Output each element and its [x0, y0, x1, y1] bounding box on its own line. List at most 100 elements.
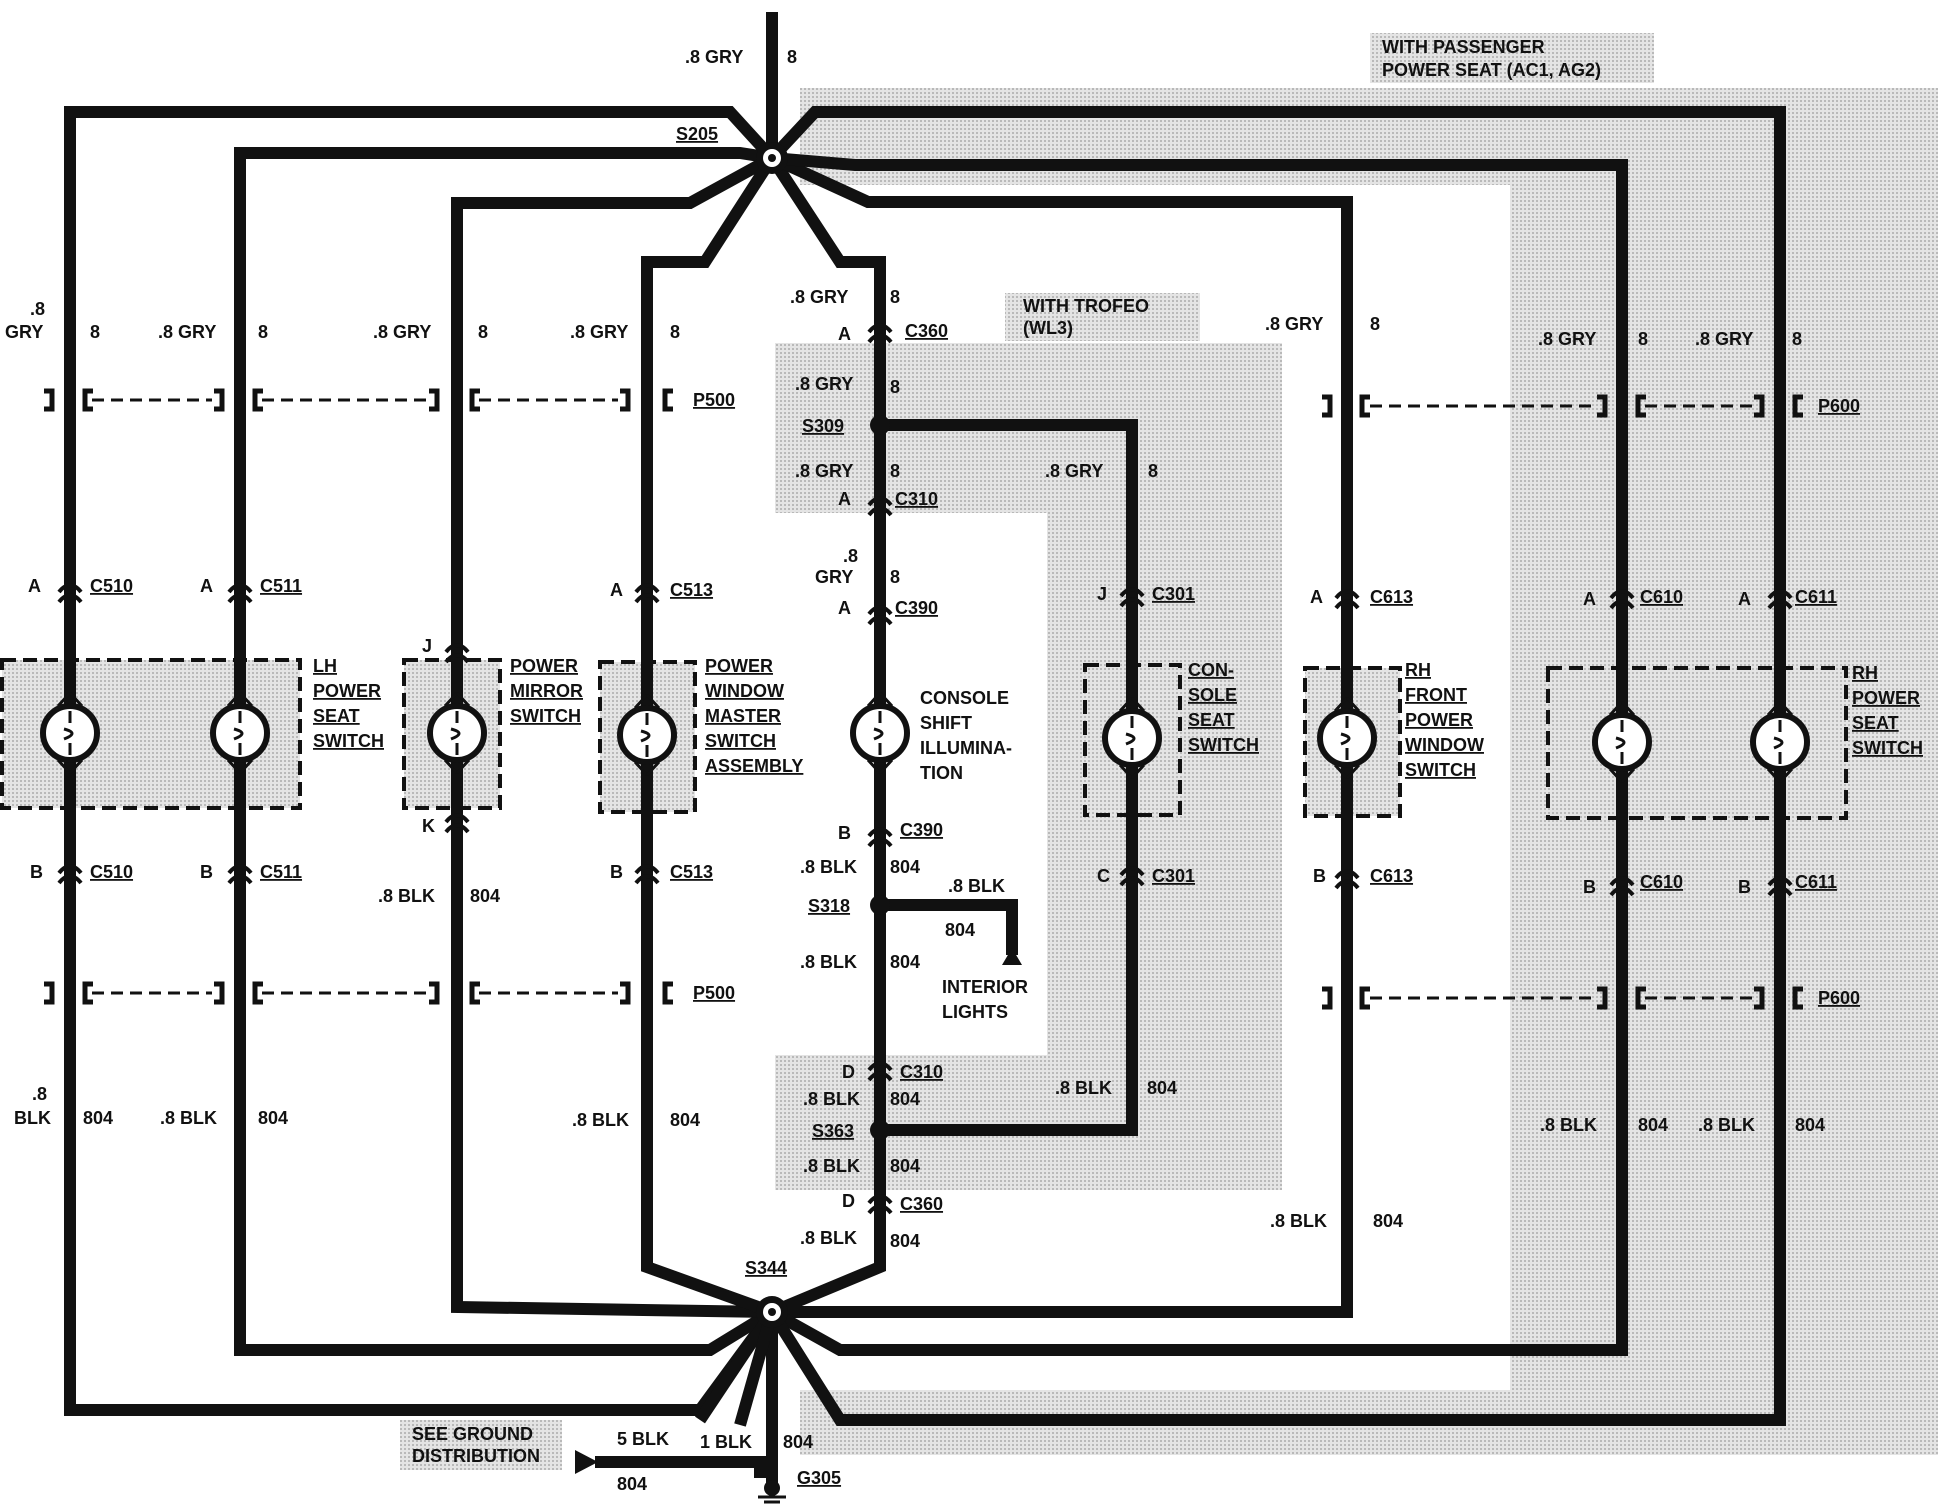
top-wire-size: .8 GRY [685, 47, 743, 67]
circuit-label: 804 [890, 1156, 920, 1176]
connector-bracket-icon [620, 981, 631, 1005]
rh-window-label: FRONT [1405, 685, 1467, 705]
window-master-label: WINDOW [705, 681, 784, 701]
trofeo-shaded-region [775, 343, 1282, 1190]
wire-label: .8 BLK [800, 1228, 857, 1248]
wire-label: .8 BLK [1540, 1115, 1597, 1135]
connector-bracket-icon [1754, 394, 1765, 418]
connector-bracket-icon [214, 981, 225, 1005]
connector-bracket-icon [1322, 394, 1333, 418]
circuit-label: 804 [890, 1089, 920, 1109]
c301-upper-label: C301 [1152, 584, 1195, 604]
inline-connector-icon [867, 1061, 893, 1082]
connector-bracket-icon [82, 388, 93, 412]
c613-upper-label: C613 [1370, 587, 1413, 607]
wire-label: .8 GRY [373, 322, 431, 342]
wire-label: .8 BLK [948, 876, 1005, 896]
rh-seat-label: RH [1852, 663, 1878, 683]
connector-bracket-icon [252, 981, 263, 1005]
switch-symbol-icon [850, 691, 910, 775]
passenger-note-line1: WITH PASSENGER [1382, 37, 1545, 57]
wire-label: .8 BLK [800, 952, 857, 972]
wire-label: .8 GRY [795, 374, 853, 394]
wire-label: .8 BLK [378, 886, 435, 906]
rh-window-label: WINDOW [1405, 735, 1484, 755]
circuit-label: 804 [470, 886, 500, 906]
pin-label: B [1313, 866, 1326, 886]
wire-label: .8 [30, 299, 45, 319]
inline-connector-icon [1767, 589, 1793, 610]
window-master-label: ASSEMBLY [705, 756, 803, 776]
rh-window-label: SWITCH [1405, 760, 1476, 780]
switch-symbol-icon [1750, 700, 1810, 784]
wire-label: .8 BLK [1055, 1078, 1112, 1098]
wire-label: .8 GRY [570, 322, 628, 342]
connector-bracket-icon [214, 388, 225, 412]
console-illum-label: CONSOLE [920, 688, 1009, 708]
wire-harness [64, 12, 1786, 1485]
switch-symbol-icon [427, 691, 487, 775]
wire-label: .8 GRY [1695, 329, 1753, 349]
inline-connector-icon [634, 583, 660, 604]
interior-lights-label: LIGHTS [942, 1002, 1008, 1022]
splice-s363-label: S363 [812, 1121, 854, 1141]
circuit-label: 8 [1792, 329, 1802, 349]
inline-connector-icon [867, 827, 893, 848]
pin-label: B [30, 862, 43, 882]
connector-bracket-icon [662, 981, 673, 1005]
rh-seat-label: POWER [1852, 688, 1920, 708]
pin-label: K [422, 816, 435, 836]
circuit-label: 804 [1373, 1211, 1403, 1231]
wire-label: .8 BLK [160, 1108, 217, 1128]
circuit-label: 8 [90, 322, 100, 342]
connector-bracket-icon [662, 388, 673, 412]
pin-label: A [28, 576, 41, 596]
connector-bracket-icon [1792, 394, 1803, 418]
console-seat-label: CON- [1188, 660, 1234, 680]
inline-connector-icon [867, 496, 893, 517]
circuit-label: 804 [1638, 1115, 1668, 1135]
inline-connector-icon [227, 864, 253, 885]
circuit-label: 8 [1148, 461, 1158, 481]
circuit-label: 804 [945, 920, 975, 940]
c511-lower-label: C511 [260, 862, 302, 882]
ground-note-line2: DISTRIBUTION [412, 1446, 540, 1466]
inline-connector-icon [867, 323, 893, 344]
pin-label: C [1097, 866, 1110, 886]
ground-wire1-size: 5 BLK [617, 1429, 669, 1449]
lh-seat-label: SEAT [313, 706, 360, 726]
top-wire-circuit: 8 [787, 47, 797, 67]
c301-lower-label: C301 [1152, 866, 1195, 886]
wire-label: .8 GRY [1538, 329, 1596, 349]
connector-bracket-icon [1597, 986, 1608, 1010]
connector-bracket-icon [1635, 986, 1646, 1010]
mirror-label: POWER [510, 656, 578, 676]
pin-label: D [842, 1062, 855, 1082]
wire-label: .8 GRY [1045, 461, 1103, 481]
lh-seat-label: SWITCH [313, 731, 384, 751]
circuit-label: 804 [890, 1231, 920, 1251]
c360-upper-label: C360 [905, 321, 948, 341]
circuit-label: 804 [1795, 1115, 1825, 1135]
trofeo-note-line1: WITH TROFEO [1023, 296, 1149, 316]
wire-label: GRY [815, 567, 853, 587]
c513-upper-label: C513 [670, 580, 713, 600]
g305-label: G305 [797, 1468, 841, 1488]
inline-connector-icon [1767, 876, 1793, 897]
harness-connector-brackets [44, 388, 1803, 1010]
pin-label: A [200, 576, 213, 596]
c390-lower-label: C390 [900, 820, 943, 840]
connector-bracket-icon [429, 981, 440, 1005]
wire-label: .8 [32, 1084, 47, 1104]
connector-bracket-icon [82, 981, 93, 1005]
trofeo-note-line2: (WL3) [1023, 318, 1073, 338]
mirror-label: SWITCH [510, 706, 581, 726]
rh-window-label: POWER [1405, 710, 1473, 730]
inline-connector-icon [1119, 587, 1145, 608]
circuit-label: 804 [1147, 1078, 1177, 1098]
harness-connector-lines [92, 398, 1752, 1000]
inline-connector-icon [634, 864, 660, 885]
connector-bracket-icon [1359, 986, 1370, 1010]
circuit-label: 8 [890, 461, 900, 481]
